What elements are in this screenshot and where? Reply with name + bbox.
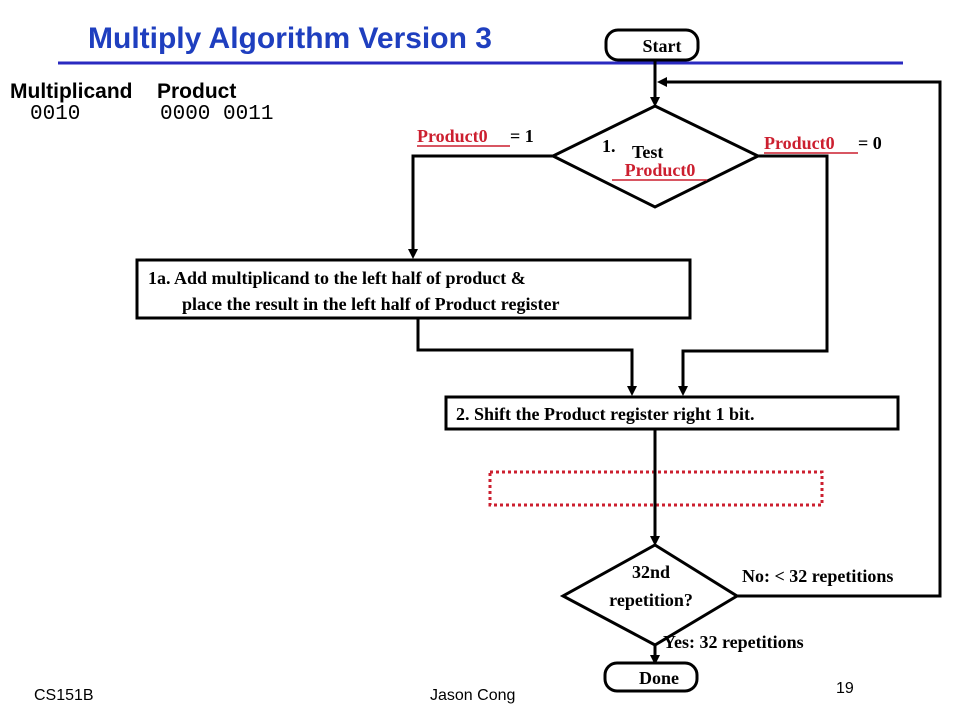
step-1a-line1: 1a. Add multiplicand to the left half of… xyxy=(148,268,526,288)
start-text: Start xyxy=(643,36,682,56)
done-text: Done xyxy=(639,668,679,688)
step-2-box xyxy=(444,395,900,431)
step-2-text: 2. Shift the Product register right 1 bi… xyxy=(456,404,754,424)
check-line2: repetition? xyxy=(609,590,693,610)
slide-title: Multiply Algorithm Version 3 xyxy=(88,22,492,55)
done-terminator xyxy=(603,661,699,693)
no-label: No: < 32 repetitions xyxy=(742,566,893,586)
product-value: 0000 0011 xyxy=(160,103,274,126)
step-1a-to-step-2-arrow xyxy=(416,318,637,396)
multiplicand-value: 0010 xyxy=(30,103,81,126)
footer-author: Jason Cong xyxy=(430,687,516,704)
step-1a-box xyxy=(135,258,692,320)
branch-zero-arrow xyxy=(678,154,829,396)
multiplicand-label: Multiplicand xyxy=(10,80,133,103)
yes-label: Yes: 32 repetitions xyxy=(663,632,804,652)
footer-course: CS151B xyxy=(34,687,94,704)
test-variable: Product0 xyxy=(625,160,696,180)
test-diamond xyxy=(549,104,762,209)
test-number: 1. xyxy=(602,136,616,156)
check-line1: 32nd xyxy=(632,562,670,582)
step-1a-line2: place the result in the left half of Pro… xyxy=(182,294,559,314)
branch-one-variable: Product0 xyxy=(417,126,488,146)
product-label: Product xyxy=(157,80,237,103)
footer-page-number: 19 xyxy=(836,680,854,697)
branch-one-arrow xyxy=(408,154,553,259)
branch-zero-condition: = 0 xyxy=(858,133,882,153)
branch-one-condition: = 1 xyxy=(510,126,534,146)
start-terminator xyxy=(604,28,700,62)
branch-zero-variable: Product0 xyxy=(764,133,835,153)
test-word: Test xyxy=(632,142,663,162)
loop-back-arrow xyxy=(657,77,942,598)
